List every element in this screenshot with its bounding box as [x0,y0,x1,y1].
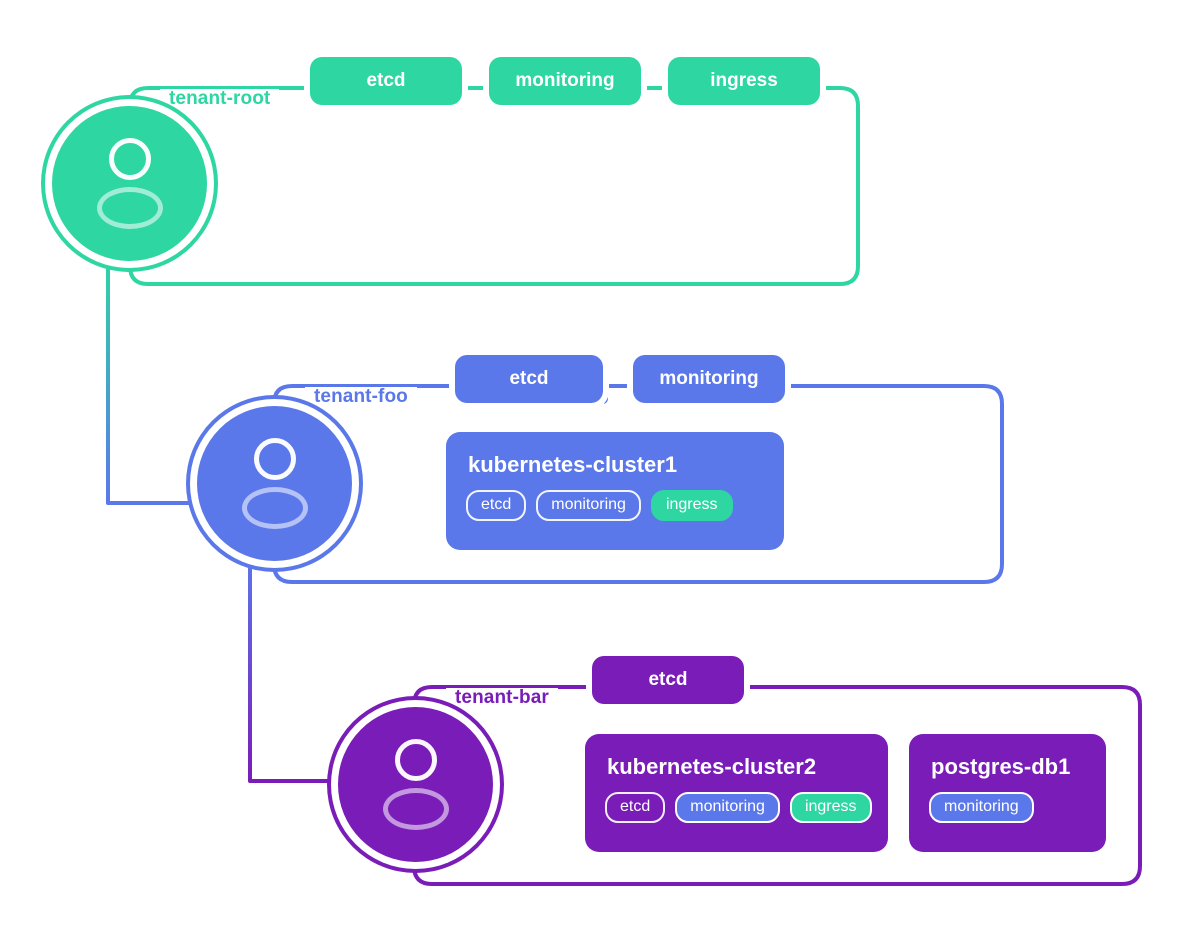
connector-foo-to-bar [248,552,347,783]
user-avatar-body-icon [241,487,308,529]
tenant-foo-avatar[interactable] [197,406,352,561]
tenant-bar-avatar[interactable] [338,707,493,862]
resource-card-title: kubernetes-cluster2 [607,754,817,779]
tenant-foo-badge-monitoring[interactable]: monitoring [633,355,785,403]
tenant-root-badge-etcd[interactable]: etcd [310,57,462,105]
chip-ingress[interactable]: ingress [789,792,872,823]
tenant-root-badge-ingress[interactable]: ingress [668,57,820,105]
tenant-root-container-outline [128,86,860,286]
chip-monitoring[interactable]: monitoring [675,792,780,823]
user-avatar-icon [253,438,296,480]
chip-etcd[interactable]: etcd [466,490,527,521]
resource-card-chips: monitoring [929,792,1086,823]
tenant-bar-label: tenant-bar [446,688,558,707]
user-avatar-icon [394,739,437,781]
resource-card-chips: etcd monitoring ingress [605,792,872,823]
user-avatar-icon [108,138,151,180]
tenant-root-badge-monitoring[interactable]: monitoring [489,57,641,105]
resource-card-title: kubernetes-cluster1 [468,452,678,477]
tenant-root-label: tenant-root [160,89,280,108]
user-avatar-body-icon [96,187,163,229]
chip-etcd[interactable]: etcd [605,792,666,823]
resource-card-title: postgres-db1 [931,754,1071,779]
tenant-bar-badge-etcd[interactable]: etcd [592,656,744,704]
resource-card-kubernetes-cluster2[interactable]: kubernetes-cluster2 etcd monitoring ingr… [585,734,888,852]
tenant-foo-badge-etcd[interactable]: etcd [455,355,603,403]
user-avatar-body-icon [382,788,449,830]
chip-monitoring[interactable]: monitoring [929,792,1034,823]
chip-ingress[interactable]: ingress [650,490,733,521]
resource-card-chips: etcd monitoring ingress [466,490,764,521]
chip-monitoring[interactable]: monitoring [536,490,641,521]
resource-card-postgres-db1[interactable]: postgres-db1 monitoring [909,734,1106,852]
tenant-foo-label: tenant-foo [305,387,417,406]
tenant-root-avatar[interactable] [52,106,207,261]
connector-root-to-foo [106,251,202,505]
resource-card-kubernetes-cluster1[interactable]: kubernetes-cluster1 etcd monitoring ingr… [446,432,784,550]
